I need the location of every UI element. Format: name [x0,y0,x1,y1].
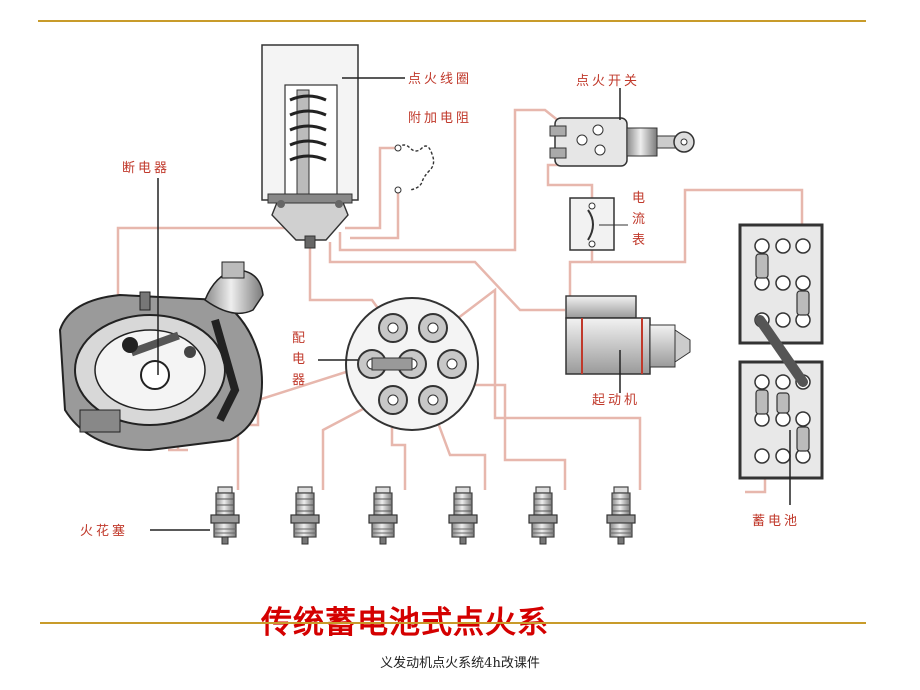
wires [116,108,804,494]
wire-dist-plug1 [236,363,369,490]
wire-coil-distributor [308,245,387,319]
slide-title: 传统蓄电池式点火系 [261,605,549,641]
wire-breaker-coil [116,215,292,300]
wire-switch-ammeter [546,163,594,200]
wire-dist-plug3 [390,420,407,490]
label-battery: 蓄电池 [752,514,801,529]
spark-plug-6 [606,486,636,545]
bottom-rule [40,622,866,624]
wire-coil-switch [338,108,571,252]
spark-plug-3 [368,486,398,545]
spark-plugs [150,486,636,545]
footer-text: 义发动机点火系统4h改课件 [380,656,540,671]
wire-dist-plug2 [321,398,381,490]
label-ignition-coil: 点火线圈 [408,72,473,87]
wire-dist-plug5 [470,383,567,490]
distributor-cap [318,297,479,431]
wire-coil-starter [328,242,565,312]
wire-ammeter-battery [590,188,804,264]
starter-motor [565,295,691,393]
ground-battery [745,478,767,494]
ignition-coil [261,44,405,249]
ignition-system-diagram [58,44,824,545]
top-rule [38,20,866,22]
label-ignition-switch: 点火开关 [576,74,641,89]
spark-plug-4 [448,486,478,545]
label-extra-resistor: 附加电阻 [408,111,473,126]
breaker-assembly [58,178,264,452]
label-spark-plug: 火花塞 [80,524,129,539]
extra-resistor [394,144,435,194]
wire-dist-plug6 [444,287,642,490]
ammeter [569,197,628,251]
label-ammeter: 电流表 [632,191,646,248]
wire-ammeter-starter [568,260,592,300]
label-distributor: 配电器 [292,331,306,388]
wire-dist-plug4 [435,419,487,490]
spark-plug-5 [528,486,558,545]
spark-plug-2 [290,486,320,545]
spark-plug-1 [210,486,240,545]
wire-resistor [345,146,398,230]
battery [738,223,824,505]
ignition-switch [549,88,695,167]
label-starter: 起动机 [592,393,641,408]
label-breaker: 断电器 [122,161,171,176]
wire-resistor-b [350,192,400,240]
